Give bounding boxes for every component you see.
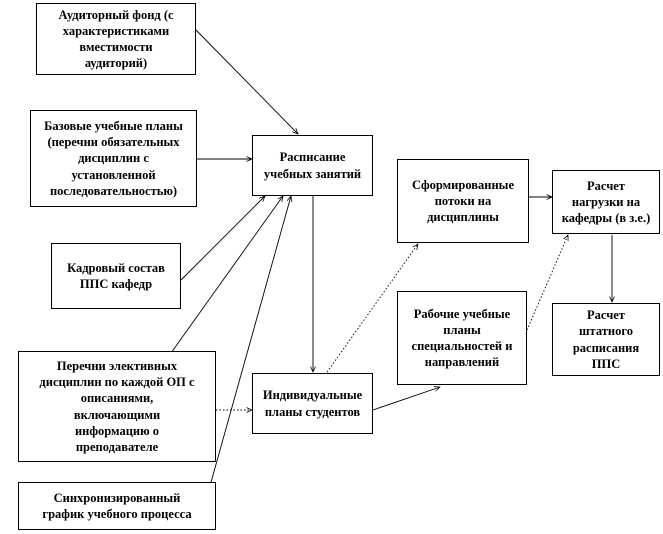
node-auditorium-fund: Аудиторный фонд (с характеристиками вмес… (36, 3, 196, 75)
node-class-timetable: Расписание учебных занятий (252, 135, 373, 196)
node-formed-streams: Сформированные потоки на дисциплины (397, 159, 529, 243)
node-elective-lists: Перечни элективных дисциплин по каждой О… (18, 351, 216, 462)
node-department-load-calc: Расчет нагрузки на кафедры (в з.е.) (552, 170, 660, 234)
node-base-curricula: Базовые учебные планы (перечни обязатель… (30, 110, 197, 207)
edge-fund-to-timetable (195, 29, 298, 134)
node-working-curricula: Рабочие учебные планы специальностей и н… (397, 291, 527, 385)
edge-staff-to-timetable (180, 196, 265, 281)
edge-schedule-to-timetable (207, 196, 291, 494)
edge-individual-to-streams (324, 244, 418, 376)
node-staff-composition: Кадровый состав ППС кафедр (51, 243, 181, 309)
edge-electives-to-timetable (170, 196, 283, 354)
node-synchronized-schedule: Синхронизированный график учебного проце… (18, 482, 216, 530)
node-staff-schedule-calc: Расчет штатного расписания ППС (552, 303, 660, 376)
node-individual-plans: Индивидуальные планы студентов (252, 373, 373, 434)
edge-individual-to-workplans (372, 387, 440, 411)
